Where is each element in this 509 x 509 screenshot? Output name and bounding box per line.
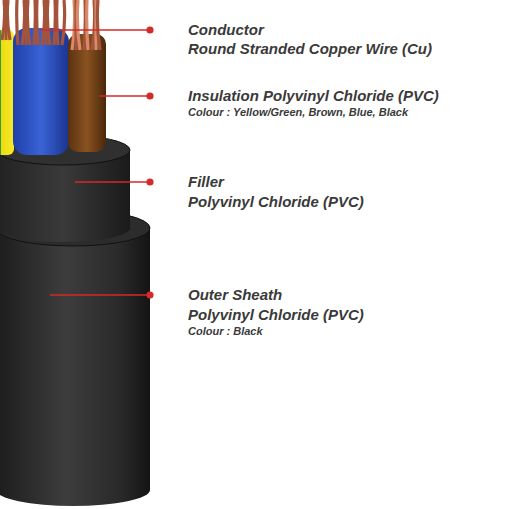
- copper-strand: [22, 0, 25, 45]
- copper-strand: [17, 0, 18, 45]
- copper-strand: [27, 0, 30, 45]
- leader-dot: [146, 291, 153, 298]
- part-material: Round Stranded Copper Wire (Cu): [188, 41, 432, 58]
- outer-sheath: [0, 210, 150, 506]
- part-name: Filler: [188, 174, 224, 191]
- part-material: Polyvinyl Chloride (PVC): [188, 194, 364, 211]
- copper-strand: [92, 0, 95, 50]
- leader-line: [40, 29, 150, 30]
- copper-strand: [42, 0, 45, 45]
- insulation-cores: [0, 28, 106, 155]
- part-colour: Colour : Yellow/Green, Brown, Blue, Blac…: [188, 106, 408, 118]
- part-material: Polyvinyl Chloride (PVC): [188, 307, 364, 324]
- part-name: Insulation Polyvinyl Chloride (PVC): [188, 88, 439, 105]
- copper-strand: [34, 0, 35, 45]
- copper-strand: [2, 0, 5, 40]
- leader-dot: [146, 26, 153, 33]
- leader-line: [50, 294, 150, 295]
- copper-strand: [47, 0, 50, 45]
- copper-strand: [54, 0, 55, 45]
- part-name: Outer Sheath: [188, 287, 282, 304]
- copper-strand: [62, 0, 65, 45]
- part-name: Conductor: [188, 22, 264, 39]
- copper-strand: [57, 0, 58, 45]
- copper-strand: [77, 0, 80, 50]
- copper-strand: [72, 0, 75, 50]
- leader-dot: [146, 92, 153, 99]
- copper-strand: [84, 0, 85, 50]
- copper-strand: [97, 0, 100, 50]
- leader-dot: [146, 178, 153, 185]
- copper-strands: [0, 0, 100, 50]
- copper-strand: [37, 0, 38, 45]
- leader-line: [100, 95, 150, 96]
- copper-strand: [87, 0, 88, 50]
- leader-line: [75, 181, 150, 182]
- part-colour: Colour : Black: [188, 325, 263, 337]
- copper-strand: [7, 0, 10, 40]
